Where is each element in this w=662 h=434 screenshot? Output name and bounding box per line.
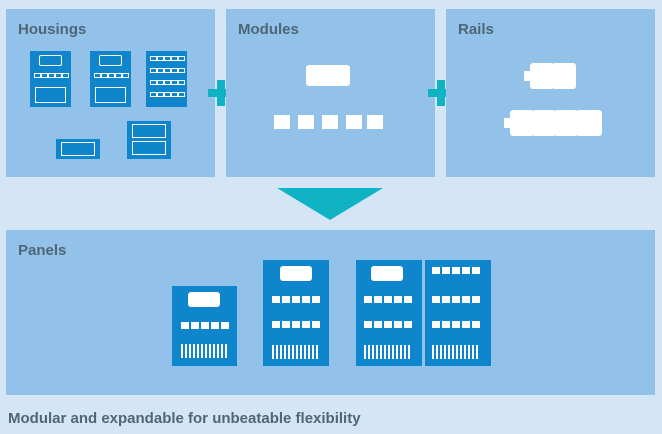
panels-title: Panels: [18, 242, 67, 259]
caption: Modular and expandable for unbeatable fl…: [8, 410, 361, 427]
rails-box: Rails: [446, 9, 655, 177]
housing-unit: [146, 51, 187, 107]
led-module: [346, 115, 362, 129]
led-module: [367, 115, 383, 129]
rail-segment: [532, 110, 556, 136]
rail-segment: [576, 110, 602, 136]
plus-icon: [208, 80, 234, 106]
panel-tall: [263, 260, 329, 366]
housings-title: Housings: [18, 21, 87, 38]
display-module: [306, 65, 350, 86]
rail-connector: [524, 71, 532, 81]
housing-unit: [90, 51, 131, 107]
housing-unit: [127, 121, 171, 159]
down-arrow-icon: [277, 188, 383, 220]
housing-unit: [56, 139, 100, 159]
panels-box: Panels: [6, 230, 655, 395]
led-module: [298, 115, 314, 129]
modules-box: Modules: [226, 9, 435, 177]
housing-unit: [30, 51, 71, 107]
rail-connector: [504, 118, 512, 128]
rail-segment: [554, 110, 578, 136]
rail-segment: [530, 63, 554, 89]
plus-icon: [428, 80, 454, 106]
rails-title: Rails: [458, 21, 494, 38]
led-module: [322, 115, 338, 129]
panel-small: [172, 286, 237, 366]
panel-double-right: [425, 260, 491, 366]
panel-double-left: [356, 260, 422, 366]
rail-segment: [510, 110, 534, 136]
housings-box: Housings: [6, 9, 215, 177]
rail-segment: [552, 63, 576, 89]
modules-title: Modules: [238, 21, 299, 38]
led-module: [274, 115, 290, 129]
